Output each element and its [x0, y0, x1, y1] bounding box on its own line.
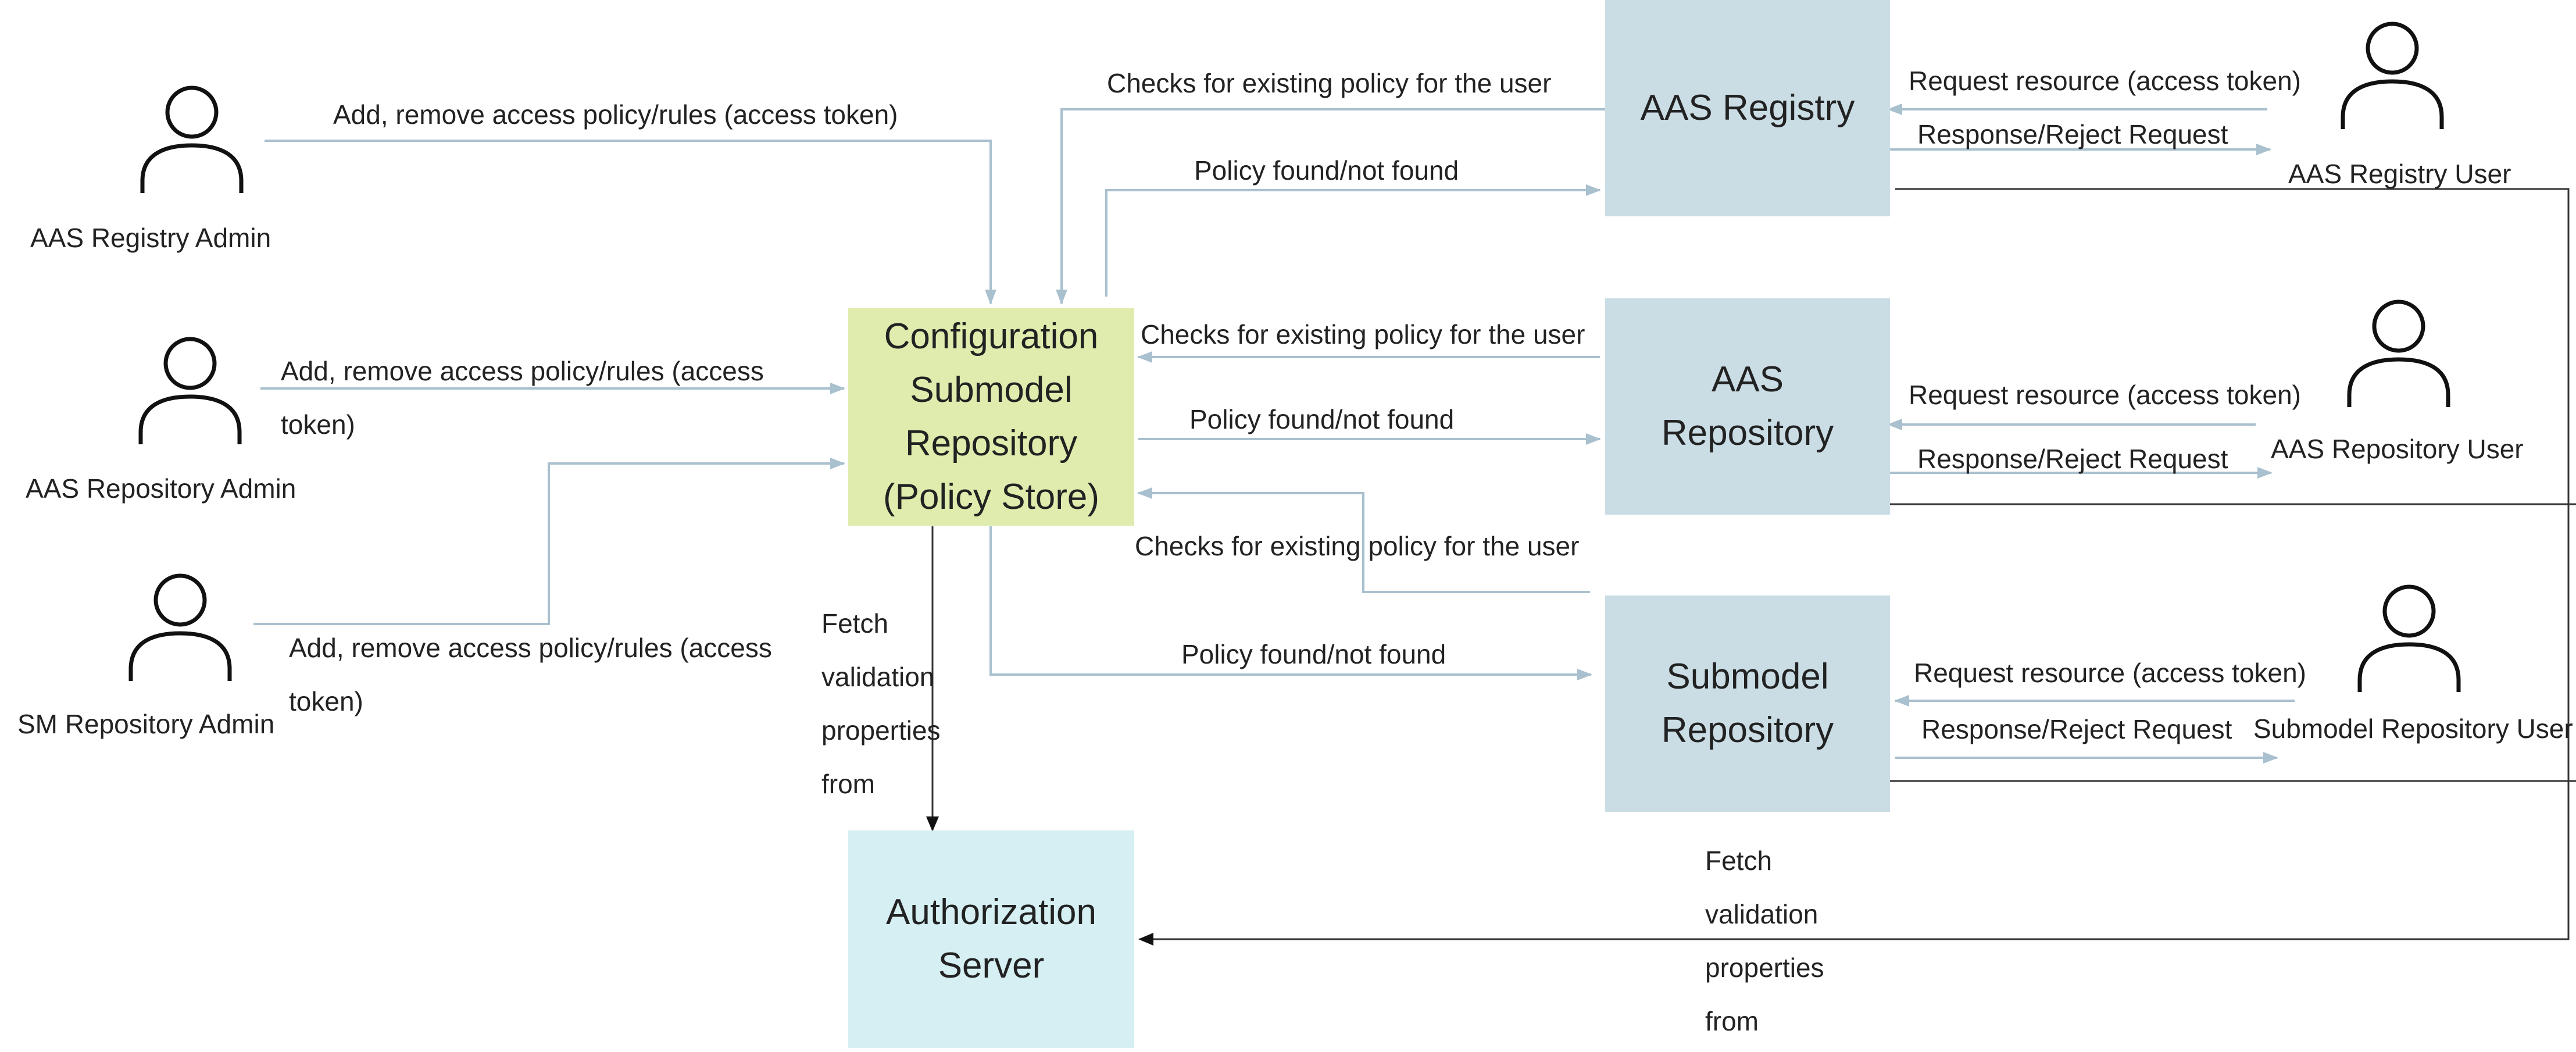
sm-repository-admin-icon — [128, 573, 232, 681]
aas-repository-user-label: AAS Repository User — [2271, 434, 2524, 464]
registry-request-label: Request resource (access token) — [1909, 66, 2301, 96]
policy-store-box: Configuration Submodel Repository (Polic… — [848, 308, 1134, 526]
repository-response-label: Response/Reject Request — [1917, 444, 2228, 474]
fetch-right-bus — [1138, 188, 2570, 946]
aas-repository-admin-label: AAS Repository Admin — [26, 473, 296, 504]
sm-admin-policy-arrow — [253, 458, 845, 625]
fetch-left-label: Fetch validation properties from — [821, 608, 941, 799]
aas-repository-user-icon — [2347, 299, 2450, 407]
sm-check-arrow — [1137, 487, 1590, 593]
submodel-repository-label: Submodel Repository — [1661, 657, 1834, 750]
registry-found-label: Policy found/not found — [1194, 155, 1459, 186]
aas-registry-label: AAS Registry — [1640, 88, 1855, 128]
aas-repository-label: AAS Repository — [1661, 359, 1834, 453]
repository-check-label: Checks for existing policy for the user — [1141, 319, 1585, 350]
sm-check-label: Checks for existing policy for the user — [1135, 531, 1580, 561]
registry-found-arrow — [1105, 184, 1601, 297]
sm-request-label: Request resource (access token) — [1914, 658, 2306, 688]
authorization-server-box: Authorization Server — [848, 830, 1134, 1048]
aas-registry-admin-label: AAS Registry Admin — [30, 223, 271, 253]
aas-registry-user-icon — [2341, 22, 2444, 129]
aas-registry-box: AAS Registry — [1605, 0, 1890, 216]
aas-registry-user-label: AAS Registry User — [2288, 159, 2511, 189]
sm-repository-user-label: Submodel Repository User — [2253, 714, 2573, 744]
aas-repository-admin-icon — [138, 337, 242, 444]
sm-response-label: Response/Reject Request — [1921, 714, 2232, 744]
registry-admin-policy-label: Add, remove access policy/rules (access … — [333, 99, 898, 130]
repository-found-label: Policy found/not found — [1189, 404, 1455, 434]
sm-repository-admin-label: SM Repository Admin — [17, 709, 275, 739]
repository-admin-policy-label: Add, remove access policy/rules (access … — [281, 356, 764, 440]
sm-repository-user-icon — [2357, 584, 2461, 692]
aas-repository-box: AAS Repository — [1605, 298, 1890, 515]
submodel-repository-box: Submodel Repository — [1605, 595, 1890, 812]
authorization-server-label: Authorization Server — [886, 892, 1096, 986]
fetch-right-label: Fetch validation properties from — [1705, 846, 1824, 1036]
policy-store-label: Configuration Submodel Repository (Polic… — [883, 316, 1100, 517]
sm-admin-policy-label: Add, remove access policy/rules (access … — [289, 633, 772, 716]
repository-request-label: Request resource (access token) — [1909, 380, 2301, 410]
registry-check-label: Checks for existing policy for the user — [1107, 68, 1552, 98]
sm-found-label: Policy found/not found — [1181, 639, 1446, 669]
aas-registry-admin-icon — [140, 85, 244, 193]
sm-found-arrow — [989, 526, 1592, 680]
registry-admin-policy-arrow — [265, 140, 996, 305]
registry-check-arrow — [1056, 108, 1606, 305]
registry-response-label: Response/Reject Request — [1917, 119, 2228, 149]
